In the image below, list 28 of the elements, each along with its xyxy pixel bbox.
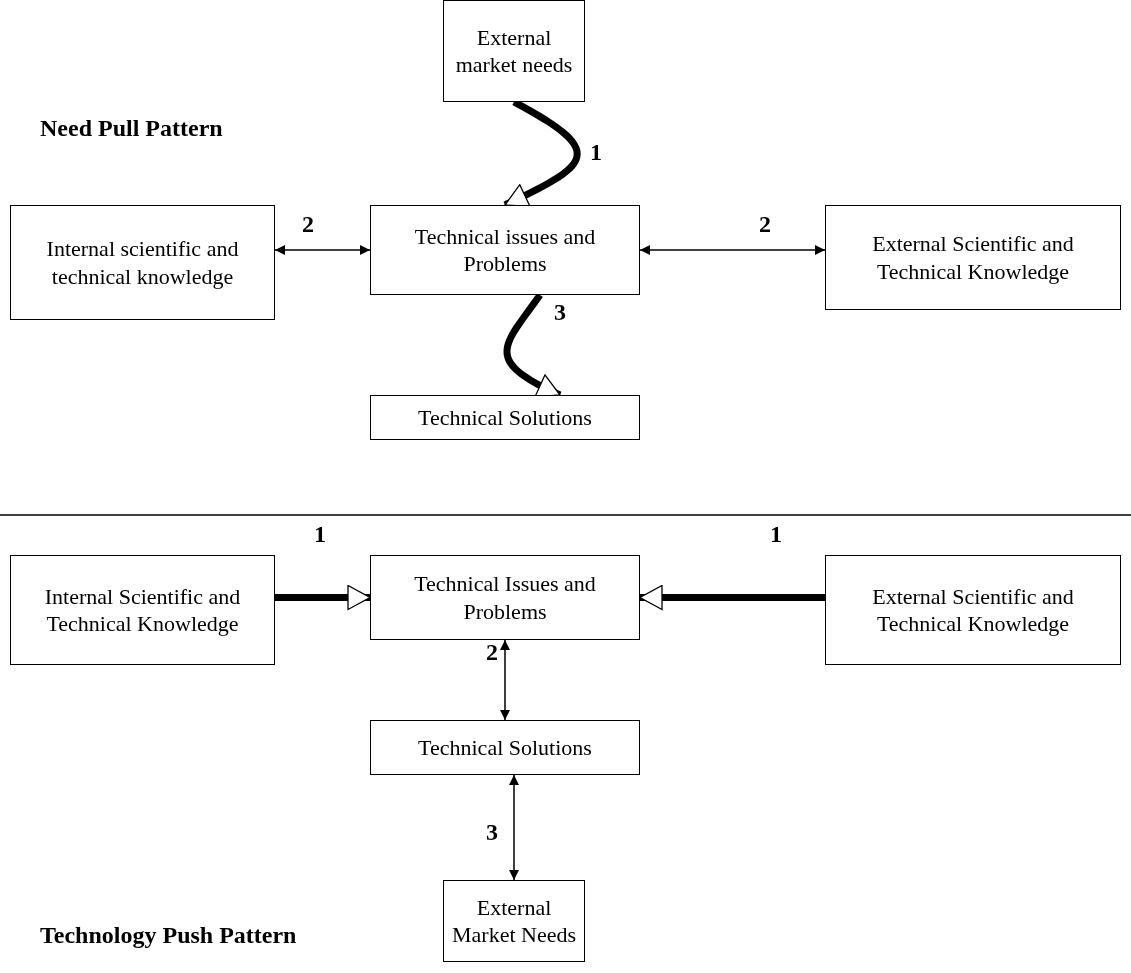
process-box — [370, 555, 640, 640]
section-heading: Need Pull Pattern — [40, 115, 223, 142]
box-text: Internal scientific and technical knowledge — [45, 235, 240, 290]
block-arrow — [639, 584, 825, 611]
double-arrow — [274, 245, 371, 255]
box-text: Technical Solutions — [418, 733, 592, 762]
box-text: Technical Issues and Problems — [413, 570, 597, 625]
process-box — [825, 205, 1121, 310]
box-text: Technical issues and Problems — [413, 222, 597, 278]
box-text: External Scientific and Technical Knowledge — [871, 230, 1075, 285]
process-box — [370, 395, 640, 440]
process-box — [370, 205, 640, 295]
box-text: External market needs — [454, 23, 574, 79]
box-text: External Market Needs — [452, 893, 576, 949]
double-arrow — [639, 245, 826, 255]
process-box — [10, 555, 275, 665]
process-box — [10, 205, 275, 320]
process-box — [443, 0, 585, 102]
section-heading: Technology Push Pattern — [40, 922, 297, 949]
double-arrow — [509, 774, 519, 881]
box-text: Internal Scientific and Technical Knowledge — [43, 582, 242, 638]
process-box — [443, 880, 585, 962]
process-box — [370, 720, 640, 775]
box-text: Technical Solutions — [418, 403, 592, 432]
box-text: External Scientific and Technical Knowledge — [871, 582, 1075, 638]
block-arrow — [275, 584, 371, 611]
process-box — [825, 555, 1121, 665]
double-arrow — [500, 639, 510, 721]
